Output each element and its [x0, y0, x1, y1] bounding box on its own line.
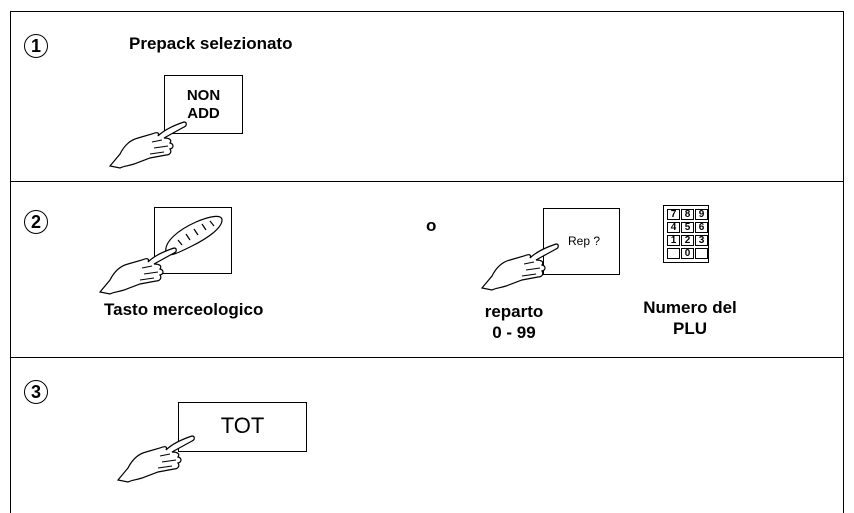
keypad-key: 1 [667, 235, 680, 246]
step-2-number: 2 [24, 210, 48, 234]
pointing-hand-icon [98, 247, 177, 295]
keypad-key: 6 [695, 222, 708, 233]
or-label: o [426, 216, 437, 235]
step-3-number: 3 [24, 380, 48, 404]
non-add-key-label-line2: ADD [187, 105, 220, 122]
department-caption-line1: reparto [484, 302, 544, 321]
keypad-key: 3 [695, 235, 708, 246]
tot-key-label: TOT [220, 413, 265, 438]
numeric-keypad-icon [663, 205, 709, 263]
department-caption-line2: 0 - 99 [492, 323, 536, 342]
tot-key[interactable] [178, 402, 307, 452]
step-1-caption: Prepack selezionato [129, 34, 293, 53]
keypad-key: 9 [695, 209, 708, 220]
pointing-hand-icon [480, 243, 559, 291]
department-key[interactable] [543, 208, 620, 275]
keypad-key: 7 [667, 209, 680, 220]
step-1-number: 1 [24, 34, 48, 58]
keypad-key: 2 [681, 235, 694, 246]
plu-caption-line1: Numero del [643, 298, 737, 317]
pointing-hand-icon [116, 435, 195, 483]
non-add-key-label-line1: NON [186, 87, 221, 104]
plu-caption-line2: PLU [673, 319, 707, 338]
bread-icon [165, 215, 223, 256]
keypad-key: 8 [681, 209, 694, 220]
department-key-label: Rep ? [567, 234, 601, 248]
step-divider-2 [10, 357, 844, 358]
keypad-key: 5 [681, 222, 694, 233]
merchandise-key-caption: Tasto merceologico [104, 300, 264, 319]
keypad-key [695, 248, 708, 259]
keypad-key: 0 [681, 248, 694, 259]
keypad-key: 4 [667, 222, 680, 233]
pointing-hand-icon [108, 121, 187, 169]
keypad-key [667, 248, 680, 259]
instruction-frame [10, 11, 844, 513]
step-divider-1 [10, 181, 844, 182]
